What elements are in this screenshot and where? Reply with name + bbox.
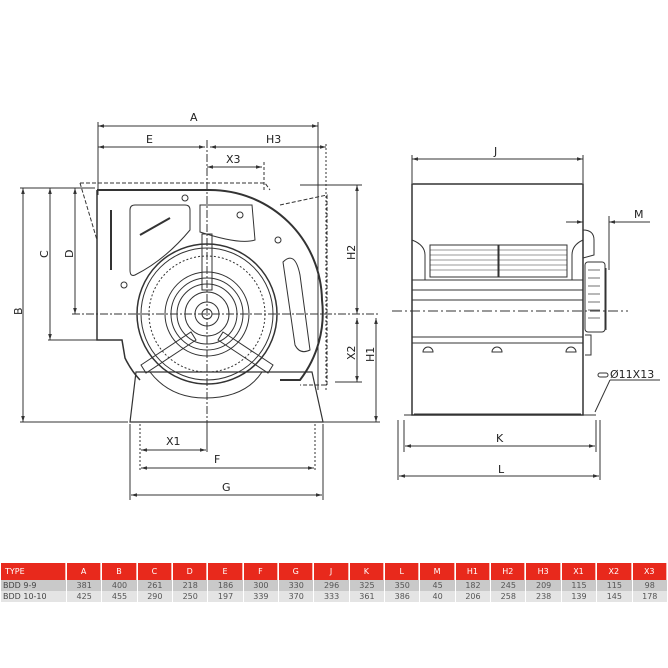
cell: 330 — [279, 580, 314, 591]
dim-label-h1: H1 — [364, 347, 377, 362]
cell: 178 — [632, 591, 667, 602]
technical-drawing: A E H3 X3 B C D H2 X2 H1 X1 F G — [12, 111, 660, 500]
dimensions-table: TYPE A B C D E F G J K L M H1 H2 H3 X1 X… — [0, 563, 668, 602]
dim-label-b: B — [12, 307, 25, 315]
cell: 250 — [173, 591, 208, 602]
dim-label-g: G — [222, 481, 231, 494]
dim-label-c: C — [38, 250, 51, 258]
header-c: C — [137, 563, 173, 580]
cell: 115 — [561, 580, 597, 591]
header-h2: H2 — [491, 563, 526, 580]
hole-note: Ø11X13 — [610, 368, 654, 381]
dim-label-x2: X2 — [345, 345, 358, 360]
header-h3: H3 — [526, 563, 561, 580]
cell: 40 — [420, 591, 455, 602]
cell: 333 — [314, 591, 349, 602]
dim-label-f: F — [214, 453, 220, 466]
cell: 197 — [208, 591, 243, 602]
dim-label-m: M — [634, 208, 644, 221]
header-m: M — [420, 563, 455, 580]
cell: 115 — [597, 580, 632, 591]
dim-label-e: E — [146, 133, 153, 146]
cell: 381 — [67, 580, 102, 591]
cell: 339 — [243, 591, 279, 602]
front-view — [392, 155, 660, 480]
cell: 209 — [526, 580, 561, 591]
cell: 400 — [102, 580, 137, 591]
dim-label-k: K — [496, 432, 504, 445]
cell: 455 — [102, 591, 137, 602]
cell: 245 — [491, 580, 526, 591]
header-j: J — [314, 563, 349, 580]
cell: 238 — [526, 591, 561, 602]
table-row: BDD 10-10 425 455 290 250 197 339 370 33… — [1, 591, 667, 602]
table-row: BDD 9-9 381 400 261 218 186 300 330 296 … — [1, 580, 667, 591]
cell: 186 — [208, 580, 243, 591]
header-h1: H1 — [455, 563, 491, 580]
cell: 370 — [279, 591, 314, 602]
table-header-row: TYPE A B C D E F G J K L M H1 H2 H3 X1 X… — [1, 563, 667, 580]
header-k: K — [349, 563, 385, 580]
cell: 218 — [173, 580, 208, 591]
header-b: B — [102, 563, 137, 580]
header-type: TYPE — [1, 563, 66, 580]
cell: 182 — [455, 580, 491, 591]
cell: 325 — [349, 580, 385, 591]
cell: 261 — [137, 580, 173, 591]
dim-label-l: L — [498, 463, 505, 476]
dim-label-x3: X3 — [226, 153, 241, 166]
header-f: F — [243, 563, 279, 580]
dim-label-d: D — [63, 250, 76, 258]
cell: 139 — [561, 591, 597, 602]
cell: 296 — [314, 580, 349, 591]
slot-hole-icon — [597, 372, 609, 378]
header-l: L — [385, 563, 420, 580]
dim-label-j: J — [493, 145, 497, 158]
cell-type: BDD 9-9 — [1, 580, 66, 591]
header-d: D — [173, 563, 208, 580]
header-g: G — [279, 563, 314, 580]
cell: 386 — [385, 591, 420, 602]
dim-label-x1: X1 — [166, 435, 181, 448]
header-a: A — [67, 563, 102, 580]
cell: 300 — [243, 580, 279, 591]
cell: 350 — [385, 580, 420, 591]
cell: 361 — [349, 591, 385, 602]
cell: 290 — [137, 591, 173, 602]
header-x1: X1 — [561, 563, 597, 580]
cell: 258 — [491, 591, 526, 602]
dim-label-a: A — [190, 111, 198, 124]
dim-label-h3: H3 — [266, 133, 281, 146]
cell: 145 — [597, 591, 632, 602]
cell: 45 — [420, 580, 455, 591]
header-x3: X3 — [632, 563, 667, 580]
dim-label-h2: H2 — [345, 245, 358, 260]
header-e: E — [208, 563, 243, 580]
cell: 98 — [632, 580, 667, 591]
side-view — [20, 122, 380, 430]
cell: 425 — [67, 591, 102, 602]
cell: 206 — [455, 591, 491, 602]
cell-type: BDD 10-10 — [1, 591, 66, 602]
header-x2: X2 — [597, 563, 632, 580]
